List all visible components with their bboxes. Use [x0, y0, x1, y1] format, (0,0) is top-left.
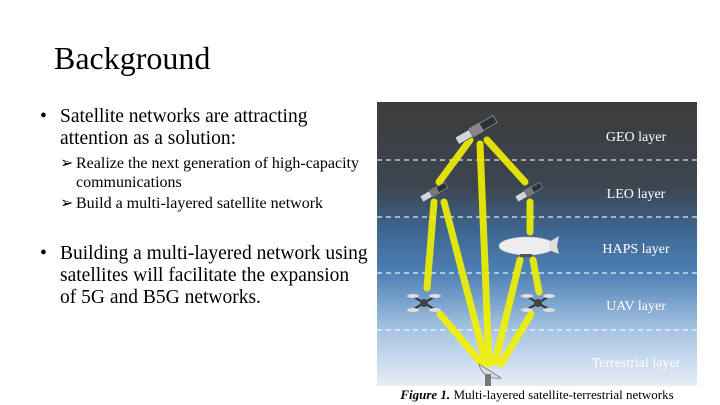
- arrow-bullet-icon: ➢: [60, 155, 74, 172]
- leo-satellite-icon: [420, 182, 448, 202]
- sub-bullet-item: ➢Realize the next generation of high-cap…: [40, 154, 370, 192]
- bullet-glyph: •: [40, 243, 47, 264]
- haps-airship-icon: [498, 236, 559, 257]
- sub-bullet-text: Realize the next generation of high-capa…: [76, 155, 359, 191]
- layer-label-geo: GEO layer: [606, 130, 667, 145]
- network-figure: GEO layer LEO layer HAPS layer UAV layer…: [377, 102, 697, 386]
- uav-drone-icon: [407, 294, 441, 312]
- bullet-glyph: •: [40, 106, 47, 127]
- sub-bullet-text: Build a multi-layered satellite network: [76, 195, 324, 212]
- layer-label-terrestrial: Terrestrial layer: [592, 356, 681, 371]
- slide-title: Background: [54, 40, 211, 76]
- layer-label-uav: UAV layer: [606, 299, 666, 314]
- layer-label-leo: LEO layer: [607, 187, 666, 202]
- figure-caption: Figure 1. Multi-layered satellite-terres…: [377, 387, 697, 403]
- leo-satellite-icon: [515, 182, 543, 202]
- bullet-list: • Satellite networks are attracting atten…: [40, 106, 370, 313]
- sub-bullet-item: ➢Build a multi-layered satellite network: [40, 194, 370, 213]
- geo-satellite-icon: [454, 115, 498, 145]
- caption-label: Figure 1.: [400, 387, 451, 402]
- bullet-text: Building a multi-layered network using s…: [60, 243, 368, 308]
- bullet-item: • Satellite networks are attracting atten…: [40, 106, 370, 150]
- layer-label-haps: HAPS layer: [602, 242, 670, 257]
- ground-dish-antenna-icon: [478, 363, 503, 386]
- arrow-bullet-icon: ➢: [60, 195, 74, 212]
- bullet-item: • Building a multi-layered network using …: [40, 243, 370, 309]
- uav-drone-icon: [521, 294, 555, 312]
- bullet-text: Satellite networks are attracting attent…: [60, 106, 308, 149]
- link-beams: [423, 136, 543, 368]
- caption-text: Multi-layered satellite-terrestrial netw…: [450, 387, 674, 402]
